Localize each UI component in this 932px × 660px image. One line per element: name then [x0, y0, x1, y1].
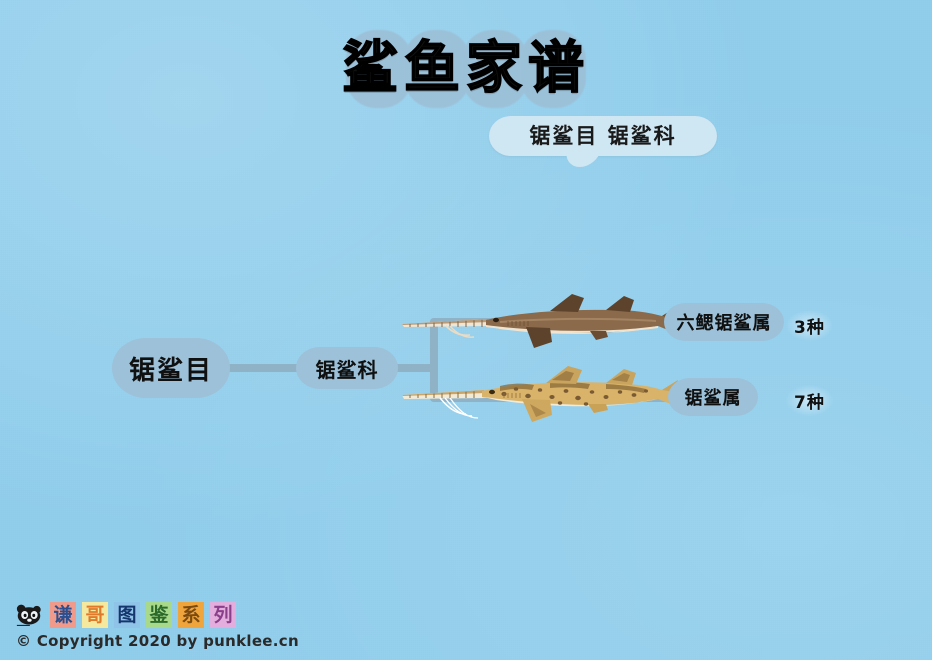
panda-logo-icon — [16, 604, 41, 626]
node-order-label: 锯鲨目 — [128, 355, 213, 386]
node-order[interactable]: 锯鲨目 — [112, 338, 230, 398]
sixgill-sawshark-illustration — [402, 294, 678, 348]
title-highlight-blobs — [346, 30, 586, 108]
connector-family-stem — [392, 364, 438, 372]
title-blob — [520, 30, 586, 108]
common-sawshark-illustration — [402, 366, 678, 422]
title-text: 鲨鱼家谱 — [341, 35, 590, 102]
node-genus-1-label: 六鳃锯鲨属 — [676, 313, 772, 334]
brand-char: 列 — [210, 602, 236, 628]
title-blob — [462, 30, 528, 108]
brand-char: 哥 — [82, 602, 108, 628]
connector-order-family — [226, 364, 304, 372]
connector-bracket-vertical — [430, 318, 438, 402]
copyright-text: © Copyright 2020 by punklee.cn — [16, 632, 299, 650]
node-genus-sawshark[interactable]: 锯鲨属 — [668, 378, 758, 416]
brand-char: 图 — [114, 602, 140, 628]
node-genus-2-label: 锯鲨属 — [684, 388, 742, 409]
node-family-label: 锯鲨科 — [315, 357, 379, 382]
subtitle-text: 锯鲨目 锯鲨科 — [529, 124, 677, 148]
footer: 谦 哥 图 鉴 系 列 © Copyright 2020 by punklee.… — [14, 602, 299, 650]
brand-row: 谦 哥 图 鉴 系 列 — [14, 602, 299, 628]
species-count-genus-2: 7种 — [786, 385, 833, 416]
subtitle-bubble: 锯鲨目 锯鲨科 — [489, 116, 717, 156]
node-genus-sixgill-sawshark[interactable]: 六鳃锯鲨属 — [664, 303, 784, 341]
brand-char: 谦 — [50, 602, 76, 628]
brand-char: 系 — [178, 602, 204, 628]
page-title: 鲨鱼家谱 — [0, 28, 932, 114]
brand-char: 鉴 — [146, 602, 172, 628]
node-family[interactable]: 锯鲨科 — [296, 347, 398, 389]
species-count-genus-1: 3种 — [786, 310, 833, 341]
title-blob — [404, 30, 470, 108]
title-blob — [346, 30, 412, 108]
